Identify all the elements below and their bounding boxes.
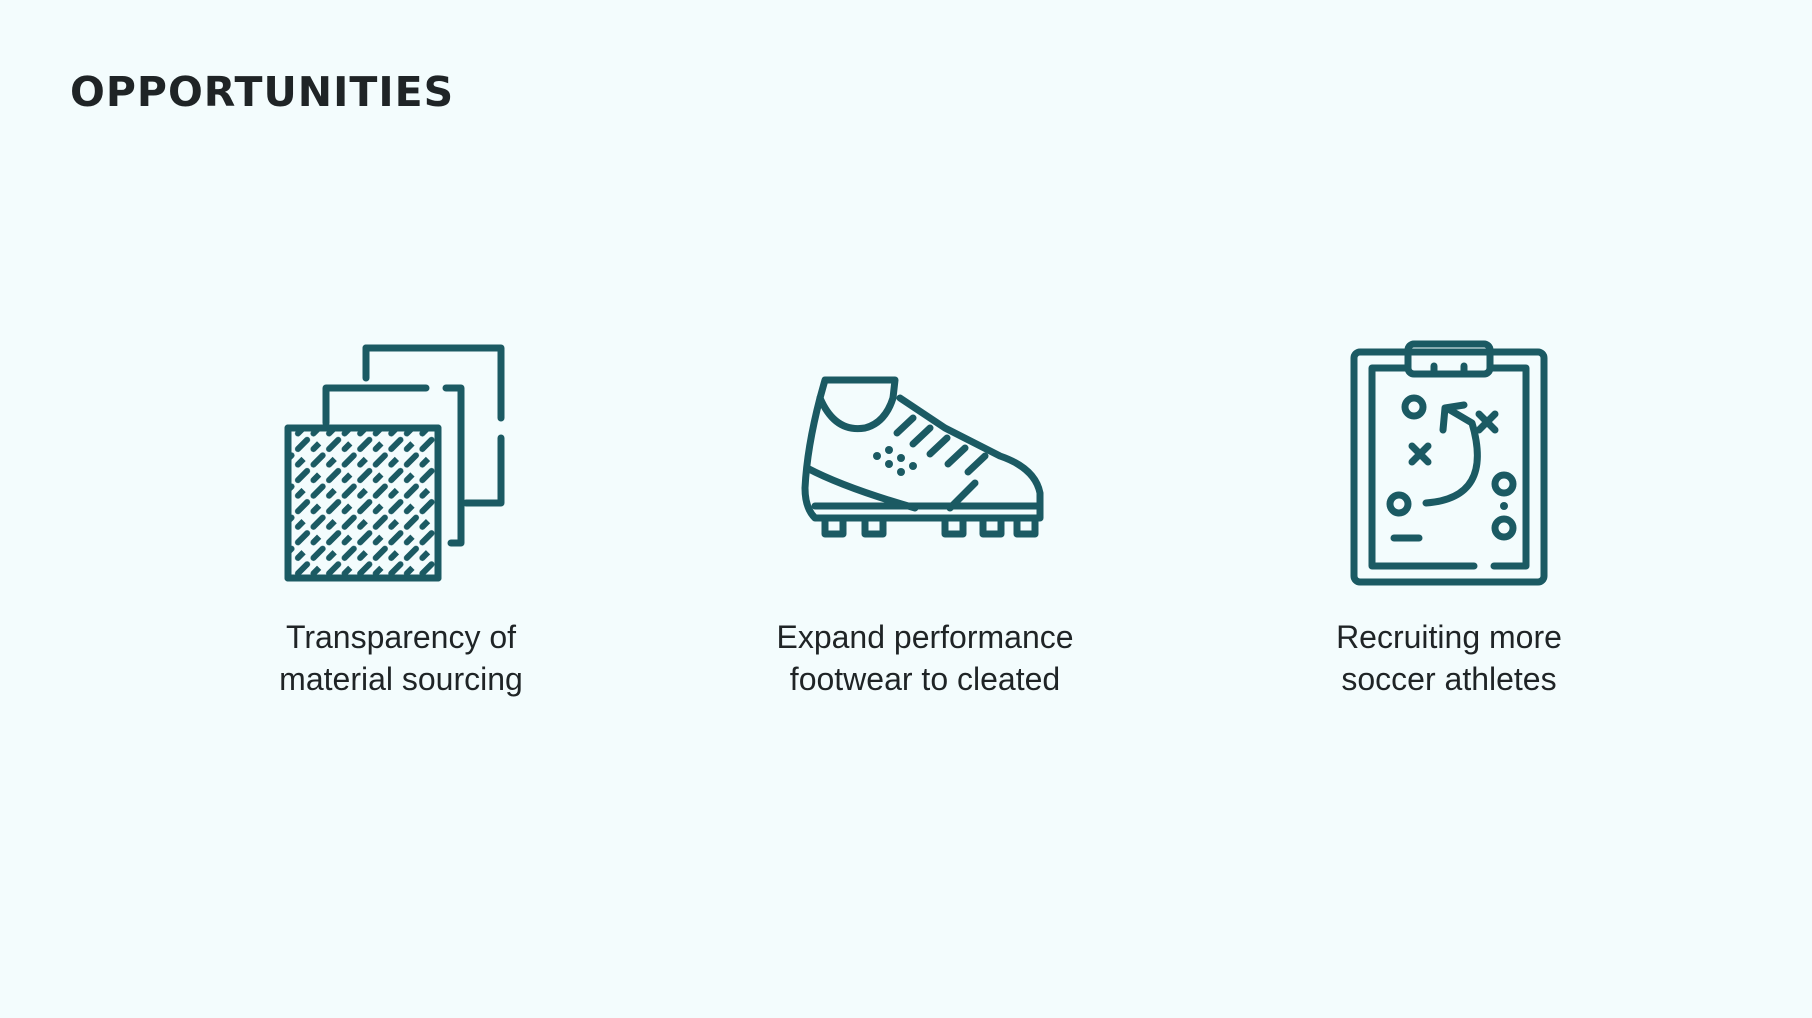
label-line: material sourcing (279, 661, 523, 697)
opportunity-label: Recruiting more soccer athletes (1336, 616, 1562, 700)
fabric-layers-icon (276, 338, 526, 588)
label-line: Recruiting more (1336, 619, 1562, 655)
opportunity-card-recruiting-athletes: Recruiting more soccer athletes (1269, 338, 1629, 700)
opportunity-card-material-sourcing: Transparency of material sourcing (221, 338, 581, 700)
opportunity-label: Expand performance footwear to cleated (776, 616, 1073, 700)
label-line: soccer athletes (1341, 661, 1557, 697)
tactics-clipboard-icon (1344, 338, 1554, 588)
soccer-cleat-icon (785, 338, 1065, 588)
label-line: Transparency of (285, 619, 517, 655)
label-line: Expand performance (776, 619, 1074, 655)
label-line: footwear to cleated (789, 661, 1061, 697)
opportunity-label: Transparency of material sourcing (279, 616, 523, 700)
page-title: OPPORTUNITIES (70, 68, 455, 116)
opportunity-card-cleated-footwear: Expand performance footwear to cleated (745, 338, 1105, 700)
